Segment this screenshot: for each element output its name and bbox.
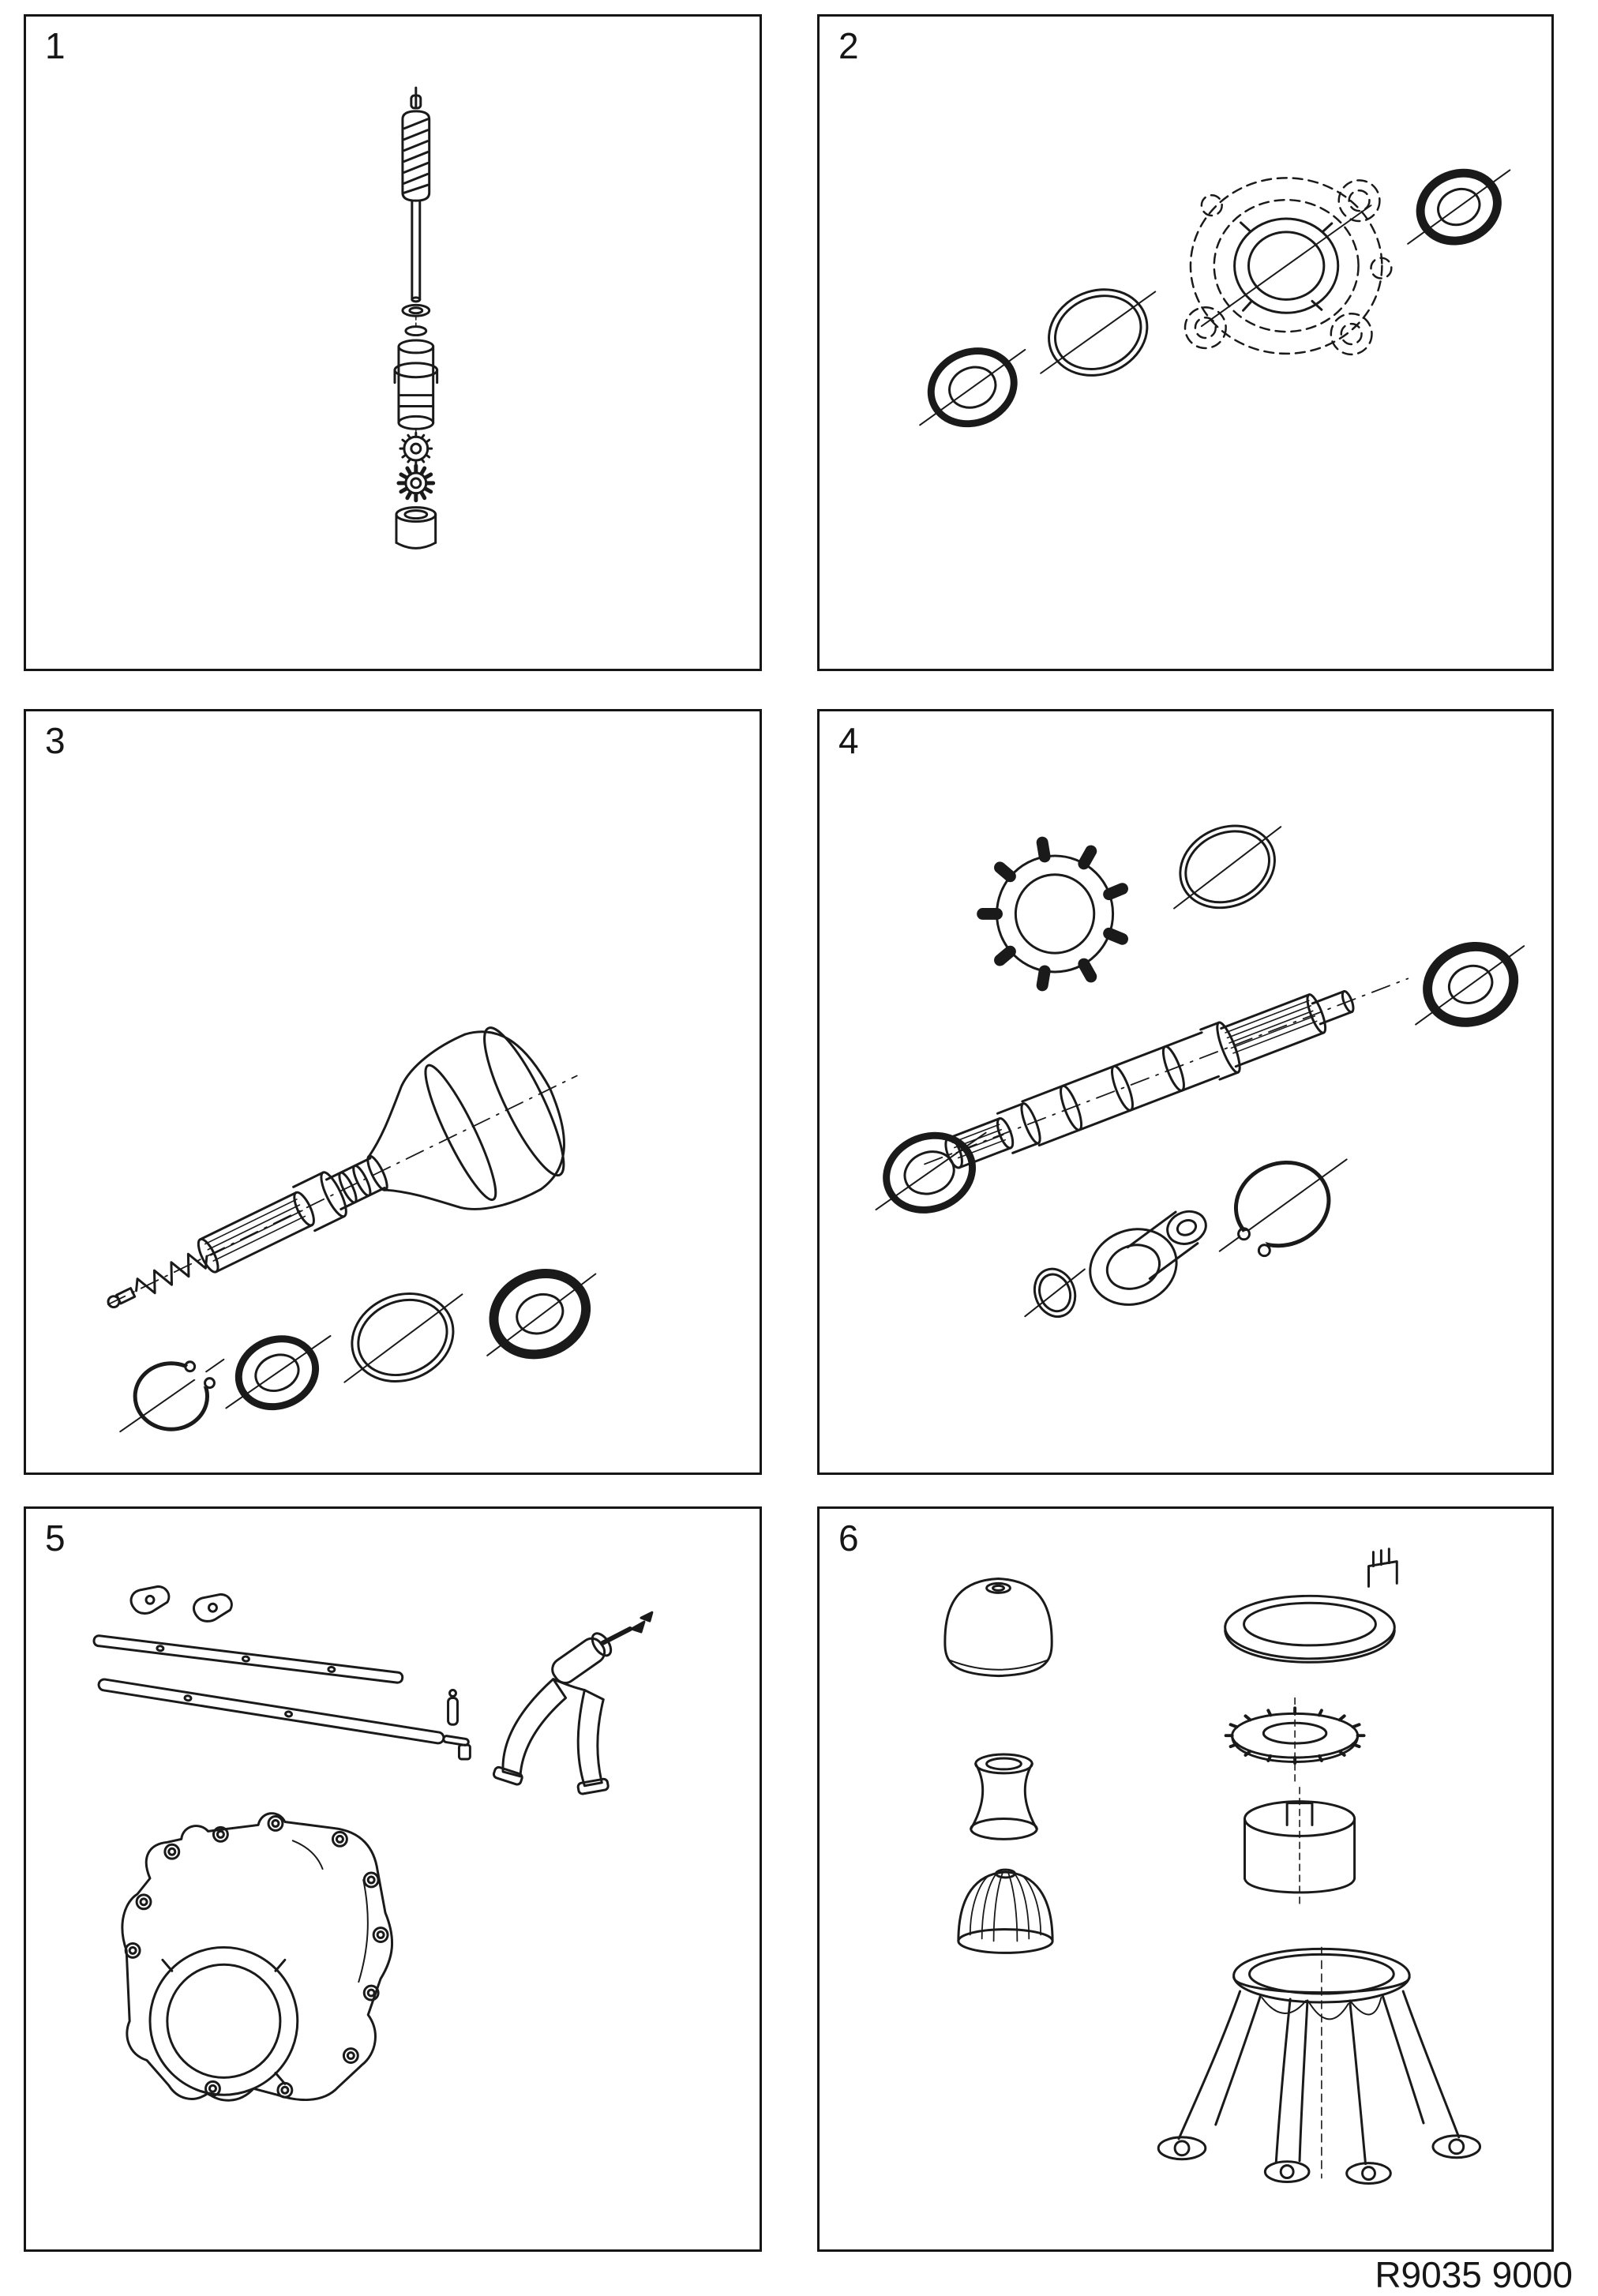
washer-and-ring <box>401 303 431 337</box>
panel-4: 4 <box>817 709 1554 1475</box>
panel-2-number: 2 <box>838 25 859 66</box>
lever-housing-cylinder <box>1244 1786 1356 1904</box>
pinion-shaft <box>411 199 422 303</box>
panel-6: 6 <box>817 1506 1554 2252</box>
shift-fork <box>492 1611 654 1795</box>
four-leg-bracket-housing <box>1157 1946 1482 2185</box>
panel-5-number: 5 <box>45 1518 66 1559</box>
o-ring <box>343 1292 463 1383</box>
toothed-adjuster-ring <box>1224 1697 1366 1785</box>
seal-ring <box>225 1335 332 1411</box>
panel-6-number: 6 <box>838 1518 859 1559</box>
output-shaft-illustration <box>875 824 1525 1319</box>
o-ring-top <box>1173 824 1282 910</box>
retainer-ring-with-clip <box>1224 1548 1398 1664</box>
pinion-worm-gear <box>401 86 431 202</box>
splined-stub-shaft <box>197 1154 388 1274</box>
flanged-collar <box>1089 1210 1207 1306</box>
panel-4-number: 4 <box>838 720 859 761</box>
drive-gear <box>399 431 433 466</box>
pinion-body <box>393 339 439 437</box>
panel-3: 3 <box>24 709 762 1475</box>
lever-bushing <box>970 1753 1038 1840</box>
selector-rail-2 <box>97 1678 470 1746</box>
ball-bearing <box>486 1269 597 1360</box>
selector-rail-1 <box>92 1634 404 1684</box>
snap-ring <box>1218 1158 1348 1258</box>
side-cover-seals-illustration <box>919 168 1511 428</box>
oil-seal-right <box>1407 168 1511 246</box>
spring <box>135 1252 208 1295</box>
o-ring-large <box>1040 288 1157 377</box>
toothed-lock-washer <box>977 836 1128 992</box>
o-ring-small <box>1024 1267 1086 1319</box>
speedometer-drive-pinion-illustration <box>393 86 439 550</box>
oil-seal-left <box>875 1131 987 1214</box>
panel-3-number: 3 <box>45 720 66 761</box>
ribbed-boot <box>957 1868 1054 1954</box>
panel-1-number: 1 <box>45 25 66 66</box>
drive-joint-assembly <box>107 1026 578 1309</box>
panel-1: 1 <box>24 14 762 671</box>
selector-rails-fork-cover-illustration <box>92 1585 654 2102</box>
output-shaft <box>924 977 1409 1169</box>
bushing-cup <box>395 506 437 550</box>
figure-reference: R9035 9000 <box>1375 2254 1573 2295</box>
circlip <box>119 1358 225 1433</box>
oil-seal-left <box>919 347 1026 428</box>
gear-lever-housing-illustration <box>943 1548 1482 2185</box>
side-cover-housing-phantom <box>1183 177 1393 356</box>
lock-bolt <box>107 1287 137 1309</box>
panel-2: 2 <box>817 14 1554 671</box>
detent-pin <box>447 1689 471 1761</box>
selector-dog-left <box>129 1585 171 1615</box>
end-cover-housing <box>121 1812 394 2102</box>
joint-bell-housing <box>368 1026 565 1210</box>
inner-drive-joint-illustration <box>107 1026 597 1433</box>
ball-bearing-right <box>1415 941 1525 1027</box>
panel-5: 5 <box>24 1506 762 2252</box>
gear-knob <box>943 1577 1053 1678</box>
star-lock-washer <box>396 463 436 503</box>
selector-dog-right <box>193 1593 233 1623</box>
